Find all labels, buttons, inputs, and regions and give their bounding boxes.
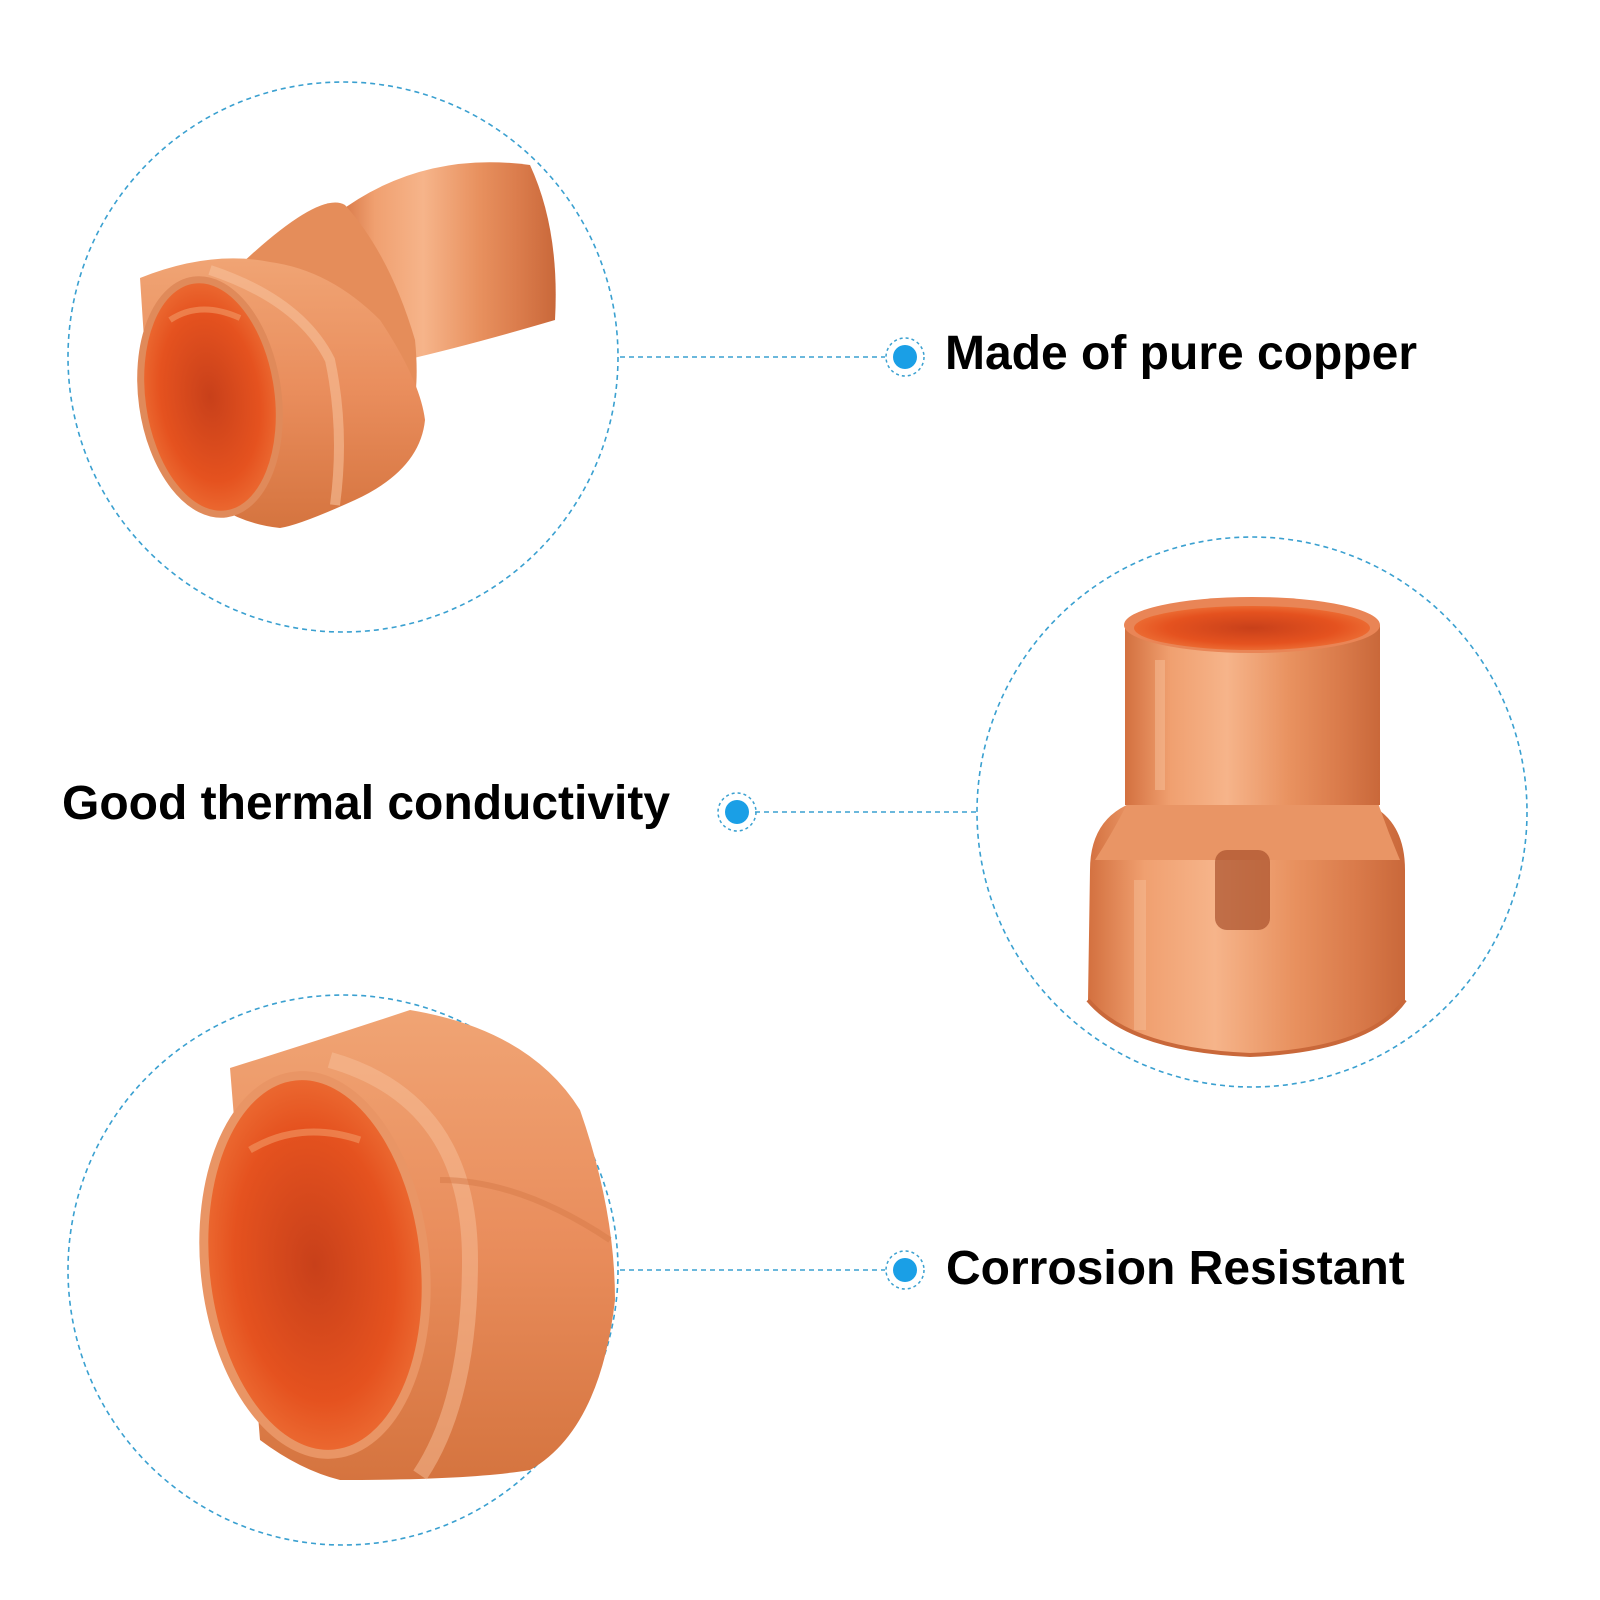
- bullet-ring-1: [885, 337, 925, 377]
- feature-label-pure-copper: Made of pure copper: [945, 327, 1418, 380]
- feature-label-thermal-conductivity: Good thermal conductivity: [62, 777, 671, 830]
- bullet-dot-2: [725, 800, 749, 824]
- bullet-ring-2: [717, 792, 757, 832]
- feature-label-corrosion-resistant: Corrosion Resistant: [946, 1242, 1405, 1295]
- bullet-dot-1: [893, 345, 917, 369]
- fitting-circle-top: [67, 81, 925, 633]
- fitting-circle-middle: [717, 536, 1528, 1088]
- bullet-ring-3: [885, 1250, 925, 1290]
- copper-reducer-upright: [1086, 597, 1407, 1058]
- fitting-circle-bottom: [67, 994, 925, 1546]
- bullet-dot-3: [893, 1258, 917, 1282]
- copper-reducer-angled: [137, 162, 556, 528]
- copper-coupling-large: [199, 1010, 615, 1480]
